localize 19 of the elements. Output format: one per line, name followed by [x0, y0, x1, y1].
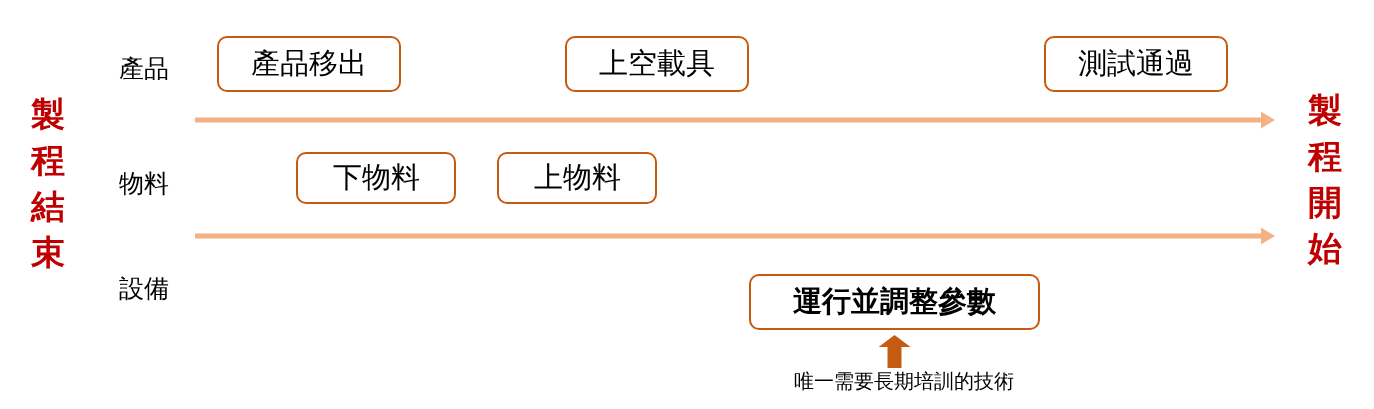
box-label: 下物料 — [332, 161, 420, 195]
row-label: 設備 — [119, 275, 169, 301]
process-box — [1044, 36, 1228, 92]
box-label: 運行並調整參數 — [793, 285, 996, 319]
box-label: 產品移出 — [251, 47, 367, 81]
process-box — [749, 274, 1040, 330]
process-box — [565, 36, 749, 92]
row-label: 產品 — [119, 55, 169, 81]
vertical-heading: 製程結束 — [31, 93, 65, 274]
process-box — [217, 36, 401, 92]
box-label: 測試通過 — [1078, 47, 1194, 81]
vertical-heading: 製程開始 — [1308, 89, 1342, 270]
process-box — [497, 152, 657, 204]
row-label: 物料 — [119, 170, 169, 196]
arrow — [878, 335, 911, 368]
note-text: 唯一需要長期培訓的技術 — [794, 371, 1014, 391]
box-label: 上物料 — [533, 161, 621, 195]
process-box — [296, 152, 456, 204]
box-label: 上空載具 — [599, 47, 715, 81]
